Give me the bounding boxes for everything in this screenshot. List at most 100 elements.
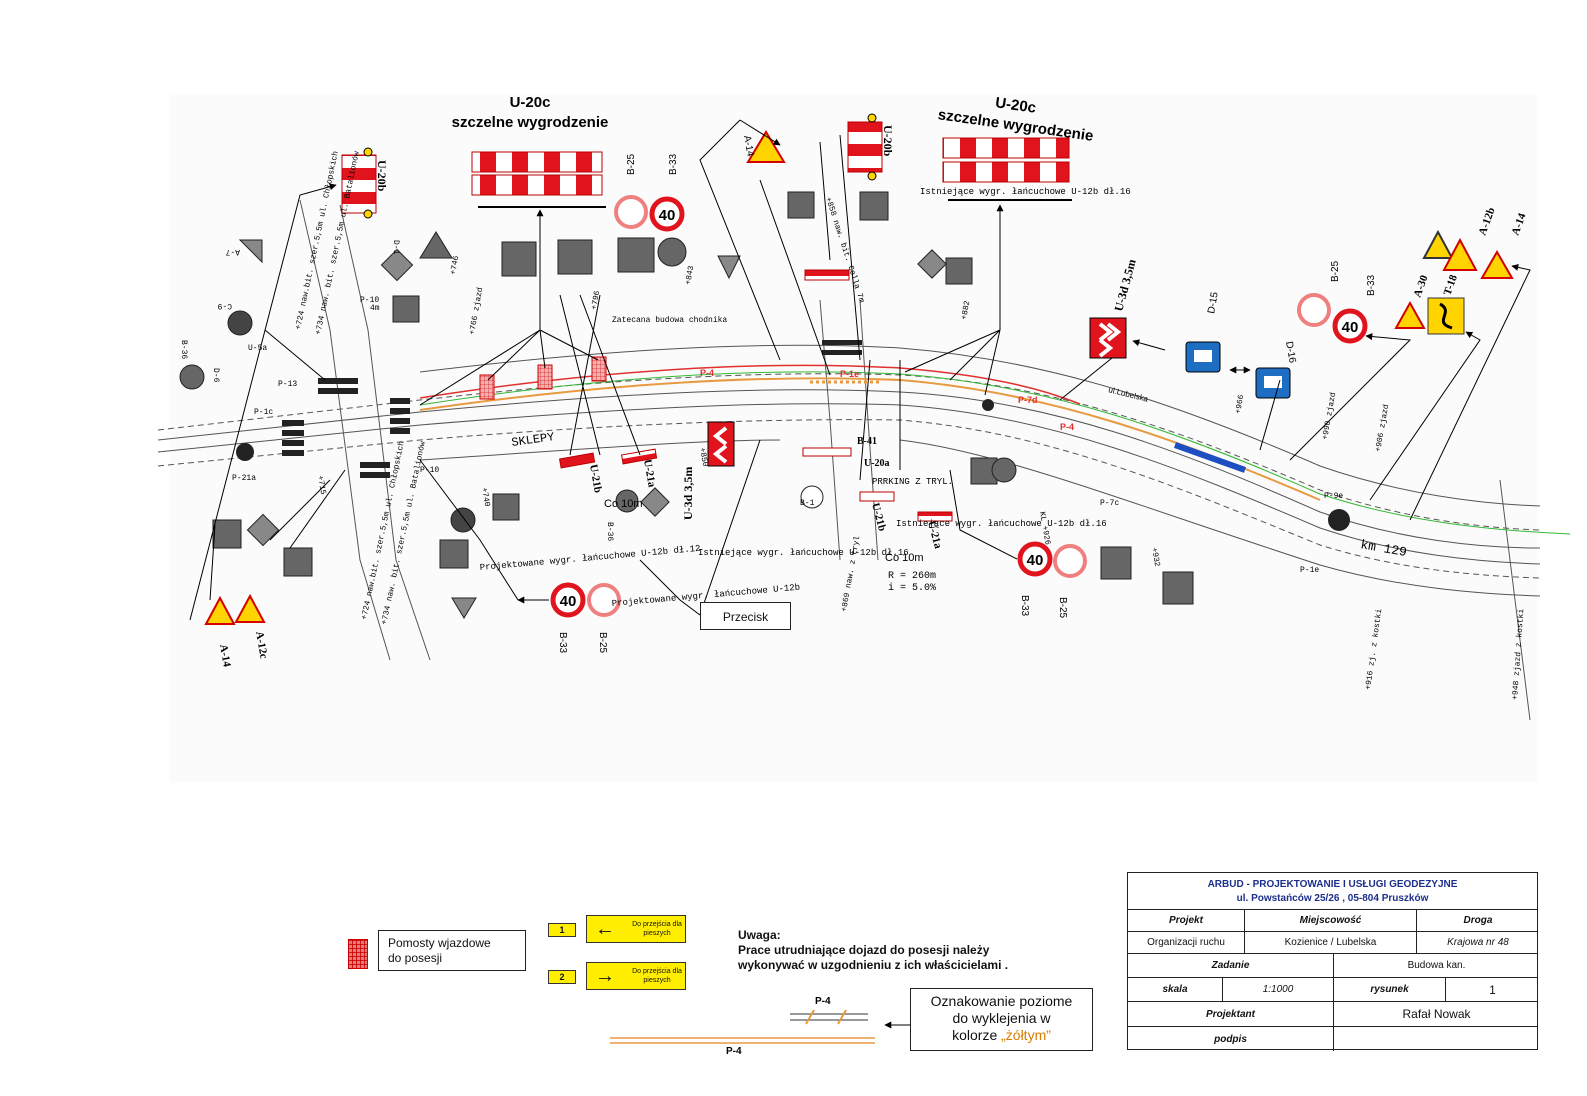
u3d-board-b bbox=[707, 421, 735, 467]
hdr-projekt: Projekt bbox=[1128, 910, 1245, 931]
p4-label-b: P-4 bbox=[1060, 422, 1074, 432]
chainage-882: +882 bbox=[960, 300, 972, 321]
d6-label: D-6 bbox=[211, 368, 220, 383]
u21b-label-a: U-21b bbox=[587, 463, 604, 493]
legend-sign-2-text: Do przejścia dla pieszych bbox=[632, 968, 682, 984]
p10b-label: P-10 bbox=[420, 466, 439, 475]
speed-text: 40 bbox=[1027, 552, 1044, 569]
warning-signs bbox=[204, 130, 1514, 625]
road-lines bbox=[157, 199, 1541, 721]
hdr-droga: Droga bbox=[1463, 915, 1493, 926]
barrier-u20b-mid bbox=[847, 113, 883, 181]
chainage-740: +740 bbox=[479, 487, 491, 508]
d1-label: D-1 bbox=[391, 240, 400, 255]
sklepy-label: SKLEPY bbox=[511, 430, 556, 450]
curve-radius: R = 260m bbox=[888, 571, 936, 582]
km-marker bbox=[1328, 509, 1350, 531]
arrow-right-icon: → bbox=[595, 965, 615, 987]
b25-sign-b bbox=[1297, 293, 1331, 327]
chainage-932: +932 bbox=[1149, 547, 1161, 568]
val-zadanie: Budowa kan. bbox=[1407, 960, 1466, 971]
p4-label: P-4 bbox=[700, 368, 714, 378]
plan-background bbox=[170, 95, 1538, 783]
existing-signs bbox=[179, 191, 1194, 619]
b25-sign-a bbox=[614, 195, 648, 229]
u21a-label-a: U-21a bbox=[641, 458, 658, 488]
t18-sign bbox=[1427, 297, 1465, 335]
b33-label-c: B-33 bbox=[1019, 595, 1030, 617]
p1e2-label: P-1e bbox=[1300, 566, 1319, 575]
hdr-podpis: podpis bbox=[1128, 1027, 1334, 1051]
b25-sign-c bbox=[1053, 544, 1087, 578]
note-line-1: Prace utrudniające dojazd do posesji nal… bbox=[738, 943, 990, 957]
marking-note-line3a: kolorze bbox=[952, 1027, 1002, 1043]
hdr-rysunek: rysunek bbox=[1334, 978, 1446, 1001]
note-line-2: wykonywać w uzgodnieniu z ich właściciel… bbox=[738, 958, 1009, 972]
legend-sign-1: ← Do przejścia dla pieszych bbox=[586, 915, 686, 943]
legend-pomosty: Pomosty wjazdowe do posesji bbox=[378, 930, 526, 971]
curve-slope: i = 5.0% bbox=[888, 582, 936, 594]
hdr-zadanie: Zadanie bbox=[1128, 954, 1334, 977]
note-title: Uwaga: bbox=[738, 928, 781, 942]
b25-sign-d bbox=[587, 583, 621, 617]
b25-label-d: B-25 bbox=[597, 632, 608, 654]
existing-barrier-left: Istniejące wygr. łańcuchowe U-12b dł.16 bbox=[896, 519, 1107, 529]
val-projektant: Rafał Nowak bbox=[1402, 1007, 1471, 1021]
legend-p4-bottom: P-4 bbox=[726, 1046, 742, 1057]
hdr-miejscowosc: Miejscowość bbox=[1245, 910, 1417, 931]
barrier-u20c-right bbox=[942, 137, 1072, 201]
val-droga: Krajowa nr 48 bbox=[1447, 937, 1509, 948]
point-marker bbox=[982, 399, 994, 411]
b33-label-d: B-33 bbox=[557, 632, 568, 654]
title-firm-row: ARBUD - PROJEKTOWANIE I USŁUGI GEODEZYJN… bbox=[1128, 873, 1537, 910]
b25-label-a: B-25 bbox=[626, 153, 637, 175]
p21a-label: P-21a bbox=[232, 474, 256, 483]
chainage-850: +850 bbox=[697, 447, 709, 468]
entry-platforms bbox=[479, 356, 607, 400]
title-values-row: Organizacji ruchu Kozienice / Lubelska K… bbox=[1128, 932, 1537, 954]
u20a-label: U-20a bbox=[864, 458, 890, 469]
p10-label: P-10 bbox=[360, 296, 379, 305]
parking-label: PRRKING Z TRYL. bbox=[872, 477, 953, 487]
u3d-board-a bbox=[1089, 317, 1127, 359]
title-header-row: Projekt Miejscowość Droga bbox=[1128, 910, 1537, 932]
a7-label: A-7 bbox=[225, 247, 240, 256]
d15-label: D-15 bbox=[1206, 291, 1221, 315]
barrier-u20c-left bbox=[471, 151, 606, 208]
legend-sign-1-text: Do przejścia dla pieszych bbox=[632, 921, 682, 937]
existing-barrier-mid: Istniejące wygr. łańcuchowe U-12b dł.16 bbox=[698, 548, 909, 558]
val-rysunek: 1 bbox=[1489, 982, 1496, 997]
u20b-label-a: U-20b bbox=[375, 160, 389, 192]
b41-label: B-41 bbox=[857, 436, 877, 447]
title-projektant-row: Projektant Rafał Nowak bbox=[1128, 1002, 1537, 1027]
hdr-skala: skala bbox=[1128, 978, 1223, 1001]
speed-text: 40 bbox=[560, 593, 577, 610]
existing-barrier-right: Istniejące wygr. łańcuchowe U-12b dł.16 bbox=[920, 187, 1131, 197]
mini-barriers bbox=[558, 269, 953, 522]
speed-sign-d: 40 bbox=[550, 582, 586, 618]
barrier-u20b-left bbox=[341, 147, 377, 219]
a14-label-c: A-14 bbox=[741, 135, 756, 158]
val-miejscowosc: Kozienice / Lubelska bbox=[1245, 932, 1417, 953]
val-projekt: Organizacji ruchu bbox=[1128, 932, 1245, 953]
legend-sign-2: → Do przejścia dla pieszych bbox=[586, 962, 686, 990]
title-scale-row: skala 1:1000 rysunek 1 bbox=[1128, 978, 1537, 1002]
legend-pomosty-line2: do posesji bbox=[388, 951, 443, 965]
b33-label-b: B-33 bbox=[1366, 274, 1377, 296]
b25-label-b: B-25 bbox=[1330, 260, 1341, 282]
co10m-b: Co 10m bbox=[885, 552, 924, 564]
chainage-843: +843 bbox=[684, 265, 696, 286]
p7c-label: P-7c bbox=[1100, 499, 1119, 508]
speed-text: 40 bbox=[659, 207, 676, 224]
chainage-715: +715 bbox=[315, 475, 327, 496]
firm-address: ul. Powstańców 25/26 , 05-804 Pruszków bbox=[1236, 893, 1429, 904]
legend-badge-1: 1 bbox=[548, 923, 576, 937]
pomosty-legend-swatch bbox=[348, 939, 368, 969]
b1-label: B-1 bbox=[800, 499, 815, 508]
marking-note-line2: do wyklejenia w bbox=[952, 1010, 1051, 1026]
val-podpis bbox=[1334, 1027, 1539, 1051]
marking-note-line1: Oznakowanie poziome bbox=[930, 993, 1073, 1009]
firm-name: ARBUD - PROJEKTOWANIE I USŁUGI GEODEZYJN… bbox=[1207, 879, 1458, 890]
legend-p4-lines: P-4 P-4 bbox=[610, 996, 875, 1057]
p7d-label: P-7d bbox=[1018, 395, 1038, 405]
